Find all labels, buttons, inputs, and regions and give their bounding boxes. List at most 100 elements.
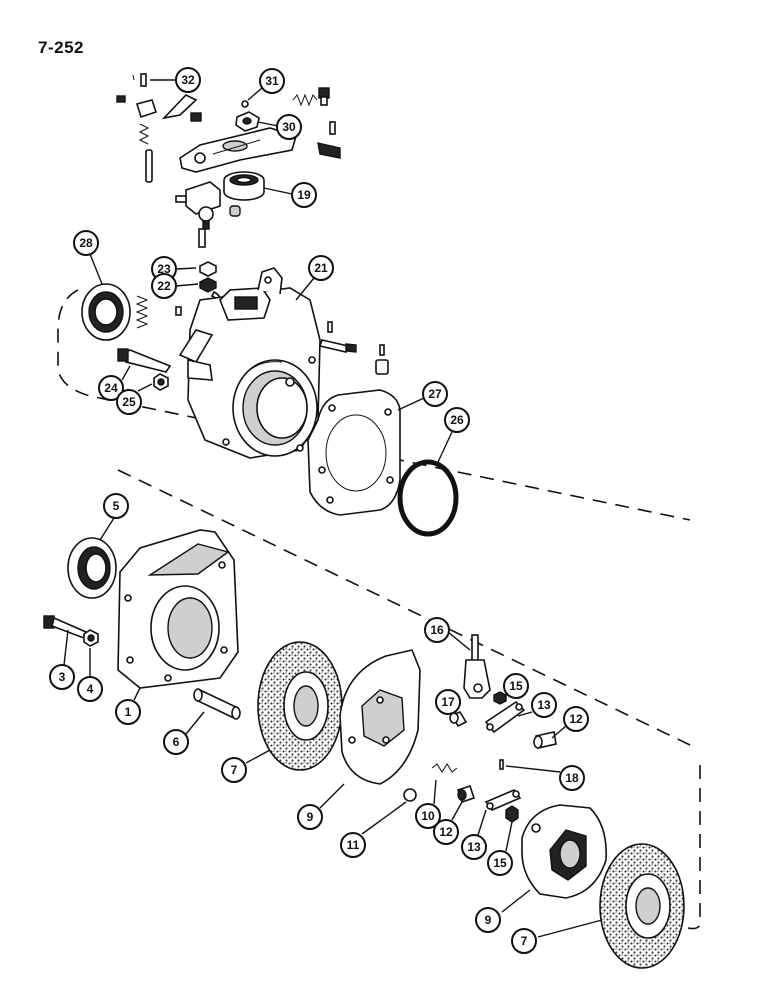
svg-text:17: 17 <box>441 695 455 709</box>
svg-text:7: 7 <box>521 934 528 948</box>
callout-1: 1 <box>115 699 141 725</box>
nut-30 <box>235 111 260 132</box>
svg-text:28: 28 <box>79 236 93 250</box>
callout-7-lower: 7 <box>511 928 537 954</box>
callout-10: 10 <box>415 803 441 829</box>
spring-seat-19 <box>223 171 265 201</box>
spring-10 <box>431 763 458 773</box>
callout-11: 11 <box>340 832 366 858</box>
svg-text:10: 10 <box>421 809 435 823</box>
cover-plate-1 <box>117 529 239 689</box>
svg-text:11: 11 <box>347 838 360 852</box>
link-13-upper <box>484 700 526 734</box>
svg-text:26: 26 <box>450 413 464 427</box>
ball-11 <box>403 788 417 802</box>
svg-text:9: 9 <box>307 810 314 824</box>
nut-15-upper <box>493 691 507 705</box>
page-number: 7-252 <box>38 38 84 57</box>
svg-text:1: 1 <box>125 705 132 719</box>
svg-text:25: 25 <box>122 395 136 409</box>
bolt-3 <box>43 615 87 640</box>
pressure-plate-9-lower <box>521 804 607 899</box>
svg-text:13: 13 <box>467 840 481 854</box>
svg-text:30: 30 <box>282 120 296 134</box>
callout-6: 6 <box>163 729 189 755</box>
callout-19: 19 <box>291 182 317 208</box>
svg-text:9: 9 <box>485 913 492 927</box>
callout-13-lower: 13 <box>461 834 487 860</box>
callout-12-lower: 12 <box>433 819 459 845</box>
callout-16: 16 <box>424 617 450 643</box>
pressure-plate-9-upper <box>339 649 421 785</box>
callout-21: 21 <box>308 255 334 281</box>
svg-text:24: 24 <box>104 381 118 395</box>
callout-7-upper: 7 <box>221 757 247 783</box>
link-13-lower <box>484 789 522 811</box>
svg-text:6: 6 <box>173 735 180 749</box>
svg-text:31: 31 <box>265 74 279 88</box>
housing-21 <box>178 267 321 459</box>
svg-text:19: 19 <box>297 188 311 202</box>
callout-31: 31 <box>259 68 285 94</box>
callout-32: 32 <box>175 67 201 93</box>
callout-4: 4 <box>77 676 103 702</box>
callout-15-lower: 15 <box>487 850 513 876</box>
nut-4 <box>83 629 99 647</box>
svg-text:3: 3 <box>59 670 66 684</box>
oil-seal-5 <box>67 537 117 599</box>
svg-text:15: 15 <box>509 679 523 693</box>
shaft-6 <box>193 688 241 720</box>
callout-24: 24 <box>98 375 124 401</box>
svg-text:7: 7 <box>231 763 238 777</box>
svg-text:12: 12 <box>569 712 583 726</box>
svg-text:5: 5 <box>113 499 120 513</box>
callout-9-upper: 9 <box>297 804 323 830</box>
pin-12-lower <box>456 784 476 804</box>
callout-18: 18 <box>559 765 585 791</box>
nut-15-lower <box>505 805 519 823</box>
bolt-and-nuts <box>198 228 223 307</box>
friction-disc-7-lower <box>599 843 685 969</box>
callout-12-upper: 12 <box>563 706 589 732</box>
yoke-16 <box>463 634 491 699</box>
callout-13-upper: 13 <box>531 692 557 718</box>
pin-12-upper <box>533 731 557 749</box>
svg-text:12: 12 <box>439 825 453 839</box>
oil-seal-28 <box>81 283 131 341</box>
svg-text:4: 4 <box>87 682 94 696</box>
switch-body <box>175 181 241 230</box>
nut-25 <box>153 373 169 391</box>
svg-text:32: 32 <box>181 73 195 87</box>
svg-text:18: 18 <box>565 771 579 785</box>
svg-text:22: 22 <box>157 279 171 293</box>
friction-disc-7-upper <box>257 641 343 771</box>
svg-text:13: 13 <box>537 698 551 712</box>
callout-27: 27 <box>422 381 448 407</box>
spring-vertical <box>135 295 182 329</box>
callout-28: 28 <box>73 230 99 256</box>
callout-17: 17 <box>435 689 461 715</box>
callout-5: 5 <box>103 493 129 519</box>
callout-15-upper: 15 <box>503 673 529 699</box>
callout-9-lower: 9 <box>475 907 501 933</box>
callout-22: 22 <box>151 273 177 299</box>
svg-text:27: 27 <box>428 387 442 401</box>
callout-30: 30 <box>276 114 302 140</box>
svg-text:23: 23 <box>157 262 171 276</box>
rocker-lever <box>179 127 297 173</box>
pin-17 <box>449 711 468 728</box>
linkage-small-parts <box>116 73 341 183</box>
svg-text:21: 21 <box>314 261 328 275</box>
svg-text:15: 15 <box>493 856 507 870</box>
pins-right <box>318 321 389 375</box>
gasket-27 <box>307 389 401 516</box>
clip-18 <box>499 759 504 770</box>
callout-3: 3 <box>49 664 75 690</box>
callout-26: 26 <box>444 407 470 433</box>
assembly-dashed-outline <box>57 289 701 930</box>
callout-25: 25 <box>116 389 142 415</box>
bolt-24 <box>117 348 172 373</box>
svg-text:16: 16 <box>430 623 444 637</box>
o-ring-26 <box>397 459 459 537</box>
